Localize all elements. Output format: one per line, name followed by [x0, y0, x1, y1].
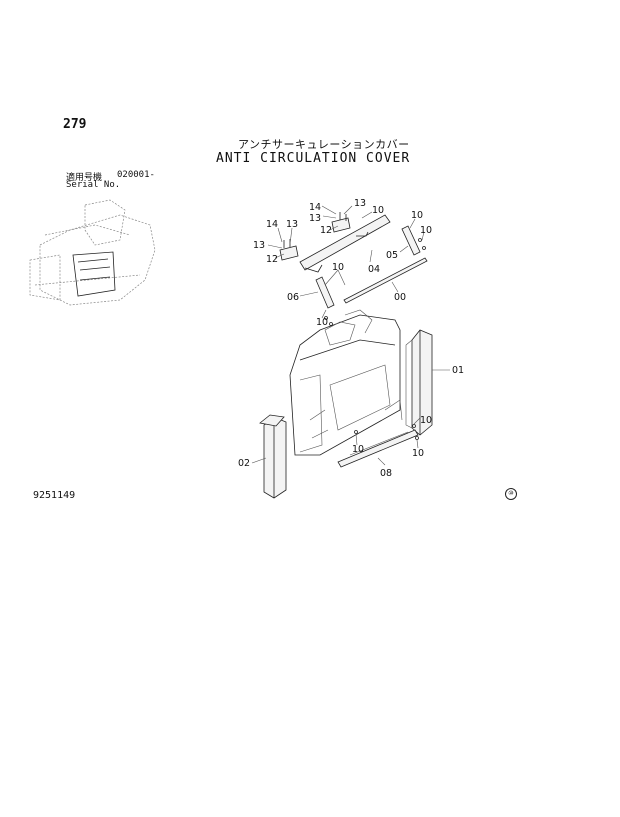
callout-13: 13: [253, 240, 265, 251]
callout-00: 00: [394, 292, 406, 303]
serial-code: 020001-: [117, 170, 155, 180]
part-06-seal: [315, 276, 335, 309]
machine-thumbnail: [29, 199, 156, 306]
bracket-left: [279, 239, 299, 261]
callouts: 14 13 13 12 14 13 13 12 10 10 10 10 04 0…: [238, 198, 464, 479]
callout-14: 14: [266, 219, 278, 230]
bracket-right: [331, 212, 351, 233]
revision-stamp: ⑩: [505, 488, 517, 500]
callout-13: 13: [286, 219, 298, 230]
part-01-duct: [405, 329, 433, 436]
part-00-rod: [343, 257, 428, 304]
callout-05: 05: [386, 250, 398, 261]
callout-10: 10: [372, 205, 384, 216]
radiator-frame: [289, 309, 403, 456]
callout-13: 13: [309, 213, 321, 224]
callout-10: 10: [352, 444, 364, 455]
part-05-seal: [401, 225, 421, 256]
callout-13: 13: [354, 198, 366, 209]
part-04-cover: [299, 214, 391, 273]
leader-lines: [251, 205, 450, 466]
callout-10: 10: [332, 262, 344, 273]
bolts: [324, 238, 426, 440]
callout-10: 10: [412, 448, 424, 459]
callout-10: 10: [411, 210, 423, 221]
callout-10: 10: [420, 225, 432, 236]
drawing-number: 9251149: [33, 490, 76, 501]
page-number: 279: [63, 117, 87, 132]
title-english: ANTI CIRCULATION COVER: [216, 151, 411, 166]
part-08-strip: [337, 429, 419, 468]
callout-12: 12: [320, 225, 332, 236]
callout-01: 01: [452, 365, 464, 376]
callout-10: 10: [316, 317, 328, 328]
callout-12: 12: [266, 254, 278, 265]
serial-label-japanese: 適用号機: [66, 173, 103, 183]
callout-14: 14: [309, 202, 321, 213]
callout-02: 02: [238, 458, 250, 469]
serial-label-english: Serial No.: [66, 180, 121, 190]
callout-04: 04: [368, 264, 380, 275]
title-japanese: アンチサーキュレーションカバー: [238, 138, 410, 151]
callout-10: 10: [420, 415, 432, 426]
callout-06: 06: [287, 292, 299, 303]
callout-08: 08: [380, 468, 392, 479]
part-02-duct: [259, 414, 287, 499]
